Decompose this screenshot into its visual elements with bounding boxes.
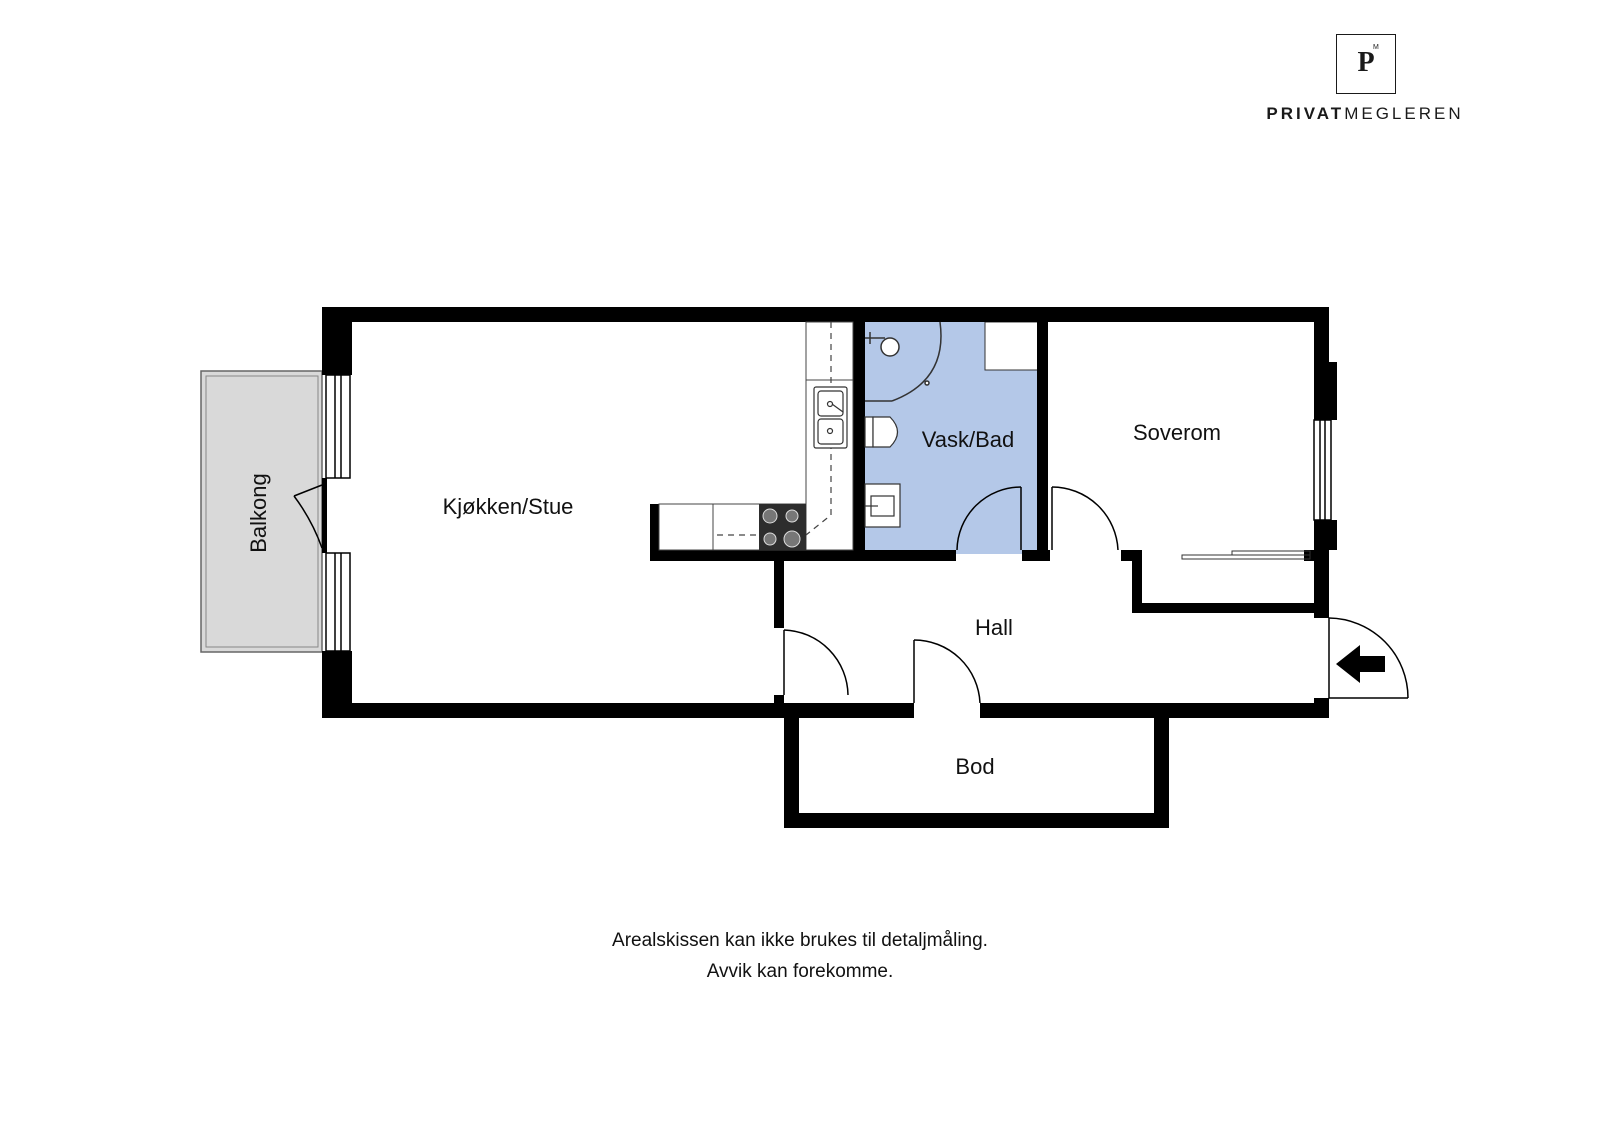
wardrobe-doors bbox=[1181, 550, 1311, 560]
washbasin-icon bbox=[864, 483, 901, 528]
room-label-soverom: Soverom bbox=[1133, 420, 1221, 445]
sink-icon bbox=[813, 386, 848, 449]
entrance-arrow-icon bbox=[1336, 645, 1385, 683]
brand-name-regular: MEGLEREN bbox=[1344, 104, 1464, 123]
bathroom-cabinet bbox=[984, 321, 1042, 371]
window-right bbox=[1313, 419, 1332, 521]
room-label-balkong: Balkong bbox=[246, 473, 271, 553]
balcony-door bbox=[293, 484, 323, 549]
balcony-inner-edge bbox=[205, 375, 319, 648]
room-label-vask-bad: Vask/Bad bbox=[922, 427, 1015, 452]
bathroom-floor bbox=[865, 322, 1041, 554]
room-label-hall: Hall bbox=[975, 615, 1013, 640]
disclaimer-line-2: Avvik kan forekomme. bbox=[706, 961, 894, 982]
door-swings bbox=[783, 486, 1409, 704]
brand-logo-mark: P M bbox=[1336, 34, 1396, 94]
room-label-kjokken-stue: Kjøkken/Stue bbox=[443, 494, 574, 519]
brand-name: PRIVATMEGLEREN bbox=[1265, 104, 1465, 124]
disclaimer-line-1: Arealskissen kan ikke brukes til detaljm… bbox=[612, 930, 988, 951]
walls bbox=[322, 307, 1337, 828]
stove-icon bbox=[759, 504, 806, 550]
logo-letter: P bbox=[1357, 47, 1375, 78]
shower-icon bbox=[865, 321, 942, 402]
brand-name-bold: PRIVAT bbox=[1266, 104, 1345, 123]
windows-left bbox=[325, 374, 351, 652]
room-label-bod: Bod bbox=[955, 754, 994, 779]
disclaimer: Arealskissen kan ikke brukes til detaljm… bbox=[500, 925, 1100, 987]
logo-superscript: M bbox=[1373, 44, 1379, 51]
upper-cabinet-outline bbox=[713, 322, 832, 536]
toilet-icon bbox=[864, 416, 899, 448]
